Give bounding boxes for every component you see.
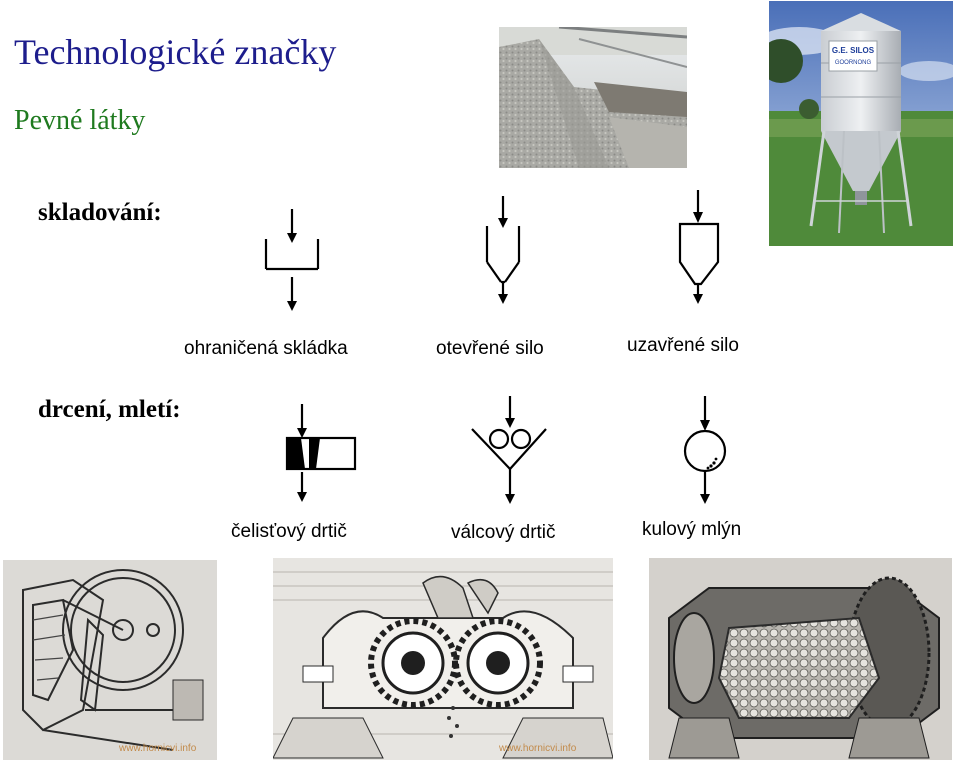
ball-mill-symbol-icon — [683, 396, 727, 504]
crushing-section-label: drcení, mletí: — [38, 396, 181, 423]
slide-title: Technologické značky — [14, 32, 337, 72]
closed-silo-caption: uzavřené silo — [627, 335, 739, 356]
jaw-crusher-illustration: www.hornicvi.info — [3, 560, 217, 760]
silo-sign-place: GOORNONG — [835, 60, 872, 66]
open-silo-symbol-icon — [485, 196, 521, 304]
gravel-heap-photo — [499, 27, 687, 168]
bounded-heap-caption: ohraničená skládka — [184, 338, 348, 359]
closed-silo-photo: G.E. SILOS GOORNONG — [769, 1, 953, 246]
roller-crusher-source-watermark: www.hornicvi.info — [499, 743, 577, 754]
closed-silo-symbol-icon — [678, 190, 720, 304]
ball-mill-illustration — [649, 558, 952, 760]
ball-mill-caption: kulový mlýn — [642, 519, 742, 540]
roller-crusher-caption: válcový drtič — [451, 522, 556, 543]
roller-crusher-symbol-icon — [471, 396, 547, 504]
bounded-heap-symbol-icon — [264, 209, 320, 311]
storage-section-label: skladování: — [38, 199, 162, 226]
slide-subtitle: Pevné látky — [14, 105, 146, 136]
roller-crusher-illustration: www.hornicvi.info — [273, 558, 613, 760]
jaw-crusher-source-watermark: www.hornicvi.info — [119, 743, 197, 754]
jaw-crusher-caption: čelisťový drtič — [231, 521, 347, 542]
open-silo-caption: otevřené silo — [436, 338, 544, 359]
silo-sign-brand: G.E. SILOS — [832, 46, 875, 55]
jaw-crusher-symbol-icon — [285, 404, 357, 502]
